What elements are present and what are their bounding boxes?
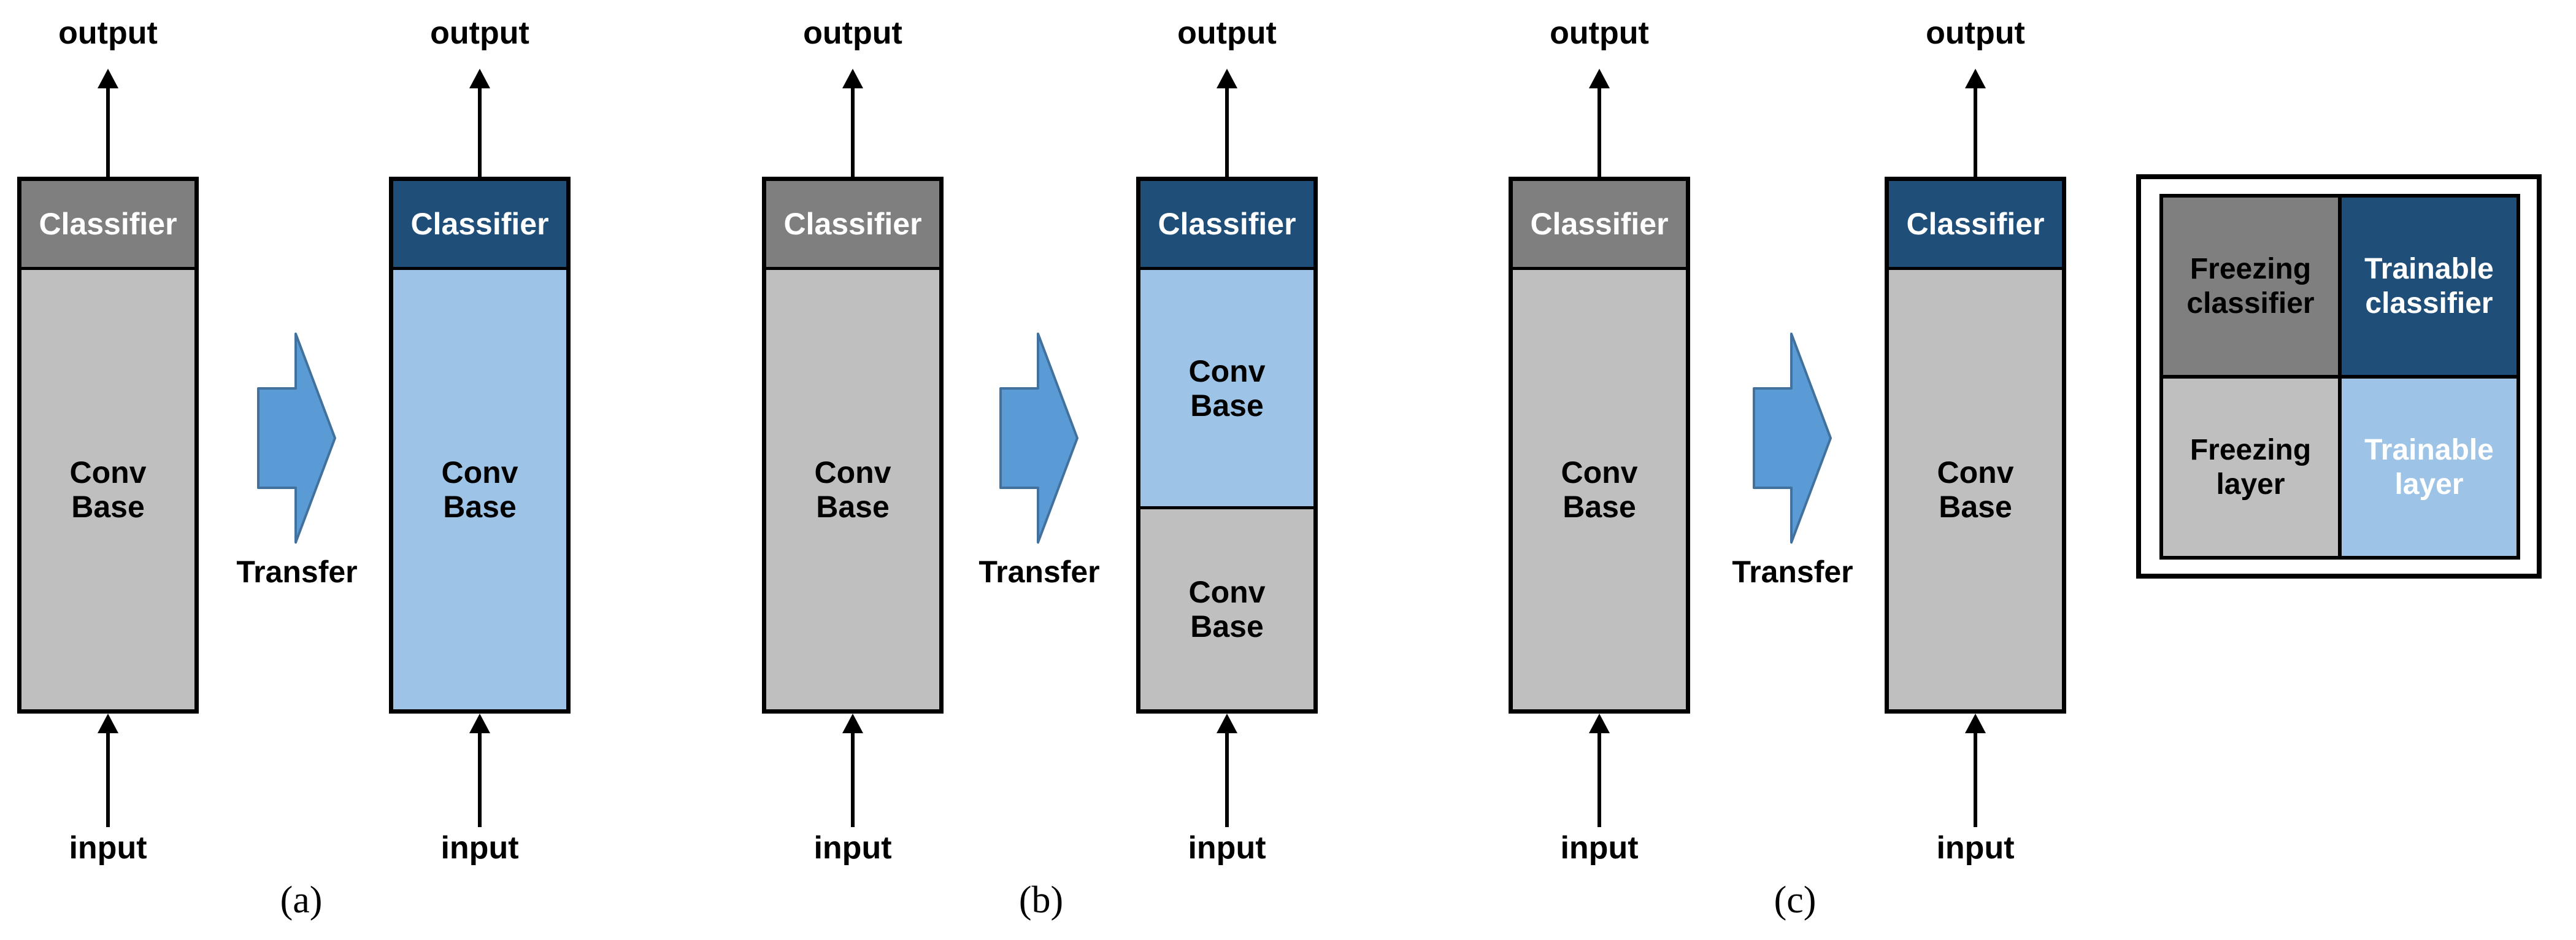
output-label: output [1550, 15, 1649, 51]
group-a-target-stack: Classifier Conv Base [389, 177, 571, 714]
arrowhead-icon [1589, 714, 1610, 733]
transfer-arrow-icon [1753, 333, 1832, 544]
group-b-source-stack: Classifier Conv Base [762, 177, 944, 714]
classifier-box-freezing: Classifier [21, 181, 194, 267]
caption-b: (b) [1018, 879, 1064, 921]
output-label: output [430, 15, 529, 51]
input-label: input [1936, 830, 2015, 866]
group-c-source-stack: Classifier Conv Base [1509, 177, 1690, 714]
arrowhead-icon [842, 714, 863, 733]
conv-base-box-freezing: Conv Base [21, 267, 194, 709]
conv-base-box-freezing: Conv Base [1140, 506, 1313, 709]
legend-label-line: layer [2394, 468, 2464, 501]
transfer-label: Transfer [978, 555, 1100, 589]
caption-c: (c) [1774, 879, 1817, 921]
up-arrow-icon [1589, 714, 1610, 827]
legend-item-trainable-layer: Trainable layer [2340, 377, 2518, 558]
arrowhead-icon [1965, 714, 1986, 733]
legend-label-line: Trainable [2364, 434, 2494, 467]
up-arrow-icon [1217, 714, 1237, 827]
input-label: input [440, 830, 519, 866]
conv-base-box-freezing: Conv Base [1513, 267, 1686, 709]
legend-item-freezing-classifier: Freezing classifier [2161, 196, 2340, 377]
legend-item-freezing-layer: Freezing layer [2161, 377, 2340, 558]
transfer-arrow-icon [257, 333, 336, 544]
legend-item-trainable-classifier: Trainable classifier [2340, 196, 2518, 377]
legend-label-line: Freezing [2190, 434, 2312, 467]
input-label: input [813, 830, 892, 866]
conv-base-box-trainable: Conv Base [1140, 267, 1313, 506]
legend-box: Freezing classifier Trainable classifier… [2136, 174, 2542, 579]
legend-label-line: classifier [2365, 287, 2493, 320]
arrowhead-icon [469, 69, 490, 88]
group-b-target-stack: Classifier Conv Base Conv Base [1136, 177, 1318, 714]
classifier-box-trainable: Classifier [393, 181, 566, 267]
output-label: output [58, 15, 158, 51]
transfer-arrow-icon [999, 333, 1078, 544]
caption-a: (a) [280, 879, 323, 921]
classifier-box-trainable: Classifier [1140, 181, 1313, 267]
classifier-box-freezing: Classifier [766, 181, 939, 267]
classifier-box-freezing: Classifier [1513, 181, 1686, 267]
conv-base-box-freezing: Conv Base [766, 267, 939, 709]
output-label: output [803, 15, 902, 51]
up-arrow-icon [1217, 69, 1237, 177]
up-arrow-icon [1965, 69, 1986, 177]
group-c-target-stack: Classifier Conv Base [1885, 177, 2066, 714]
up-arrow-icon [469, 69, 490, 177]
up-arrow-icon [98, 714, 118, 827]
conv-base-box-freezing: Conv Base [1889, 267, 2062, 709]
arrowhead-icon [842, 69, 863, 88]
output-label: output [1926, 15, 2025, 51]
arrowhead-icon [98, 714, 118, 733]
legend-label-line: Trainable [2364, 253, 2494, 286]
legend-grid: Freezing classifier Trainable classifier… [2159, 194, 2520, 560]
output-label: output [1177, 15, 1277, 51]
group-a-source-stack: Classifier Conv Base [17, 177, 199, 714]
arrowhead-icon [1217, 69, 1237, 88]
up-arrow-icon [98, 69, 118, 177]
input-label: input [1560, 830, 1639, 866]
up-arrow-icon [1965, 714, 1986, 827]
legend-label-line: layer [2216, 468, 2285, 501]
legend-label-line: Freezing [2190, 253, 2312, 286]
input-label: input [69, 830, 147, 866]
up-arrow-icon [469, 714, 490, 827]
legend-label-line: classifier [2186, 287, 2315, 320]
up-arrow-icon [1589, 69, 1610, 177]
arrowhead-icon [1217, 714, 1237, 733]
conv-base-box-trainable: Conv Base [393, 267, 566, 709]
transfer-label: Transfer [236, 555, 358, 589]
arrowhead-icon [469, 714, 490, 733]
arrowhead-icon [1589, 69, 1610, 88]
arrowhead-icon [98, 69, 118, 88]
up-arrow-icon [842, 714, 863, 827]
arrowhead-icon [1965, 69, 1986, 88]
input-label: input [1188, 830, 1266, 866]
classifier-box-trainable: Classifier [1889, 181, 2062, 267]
transfer-label: Transfer [1732, 555, 1853, 589]
up-arrow-icon [842, 69, 863, 177]
